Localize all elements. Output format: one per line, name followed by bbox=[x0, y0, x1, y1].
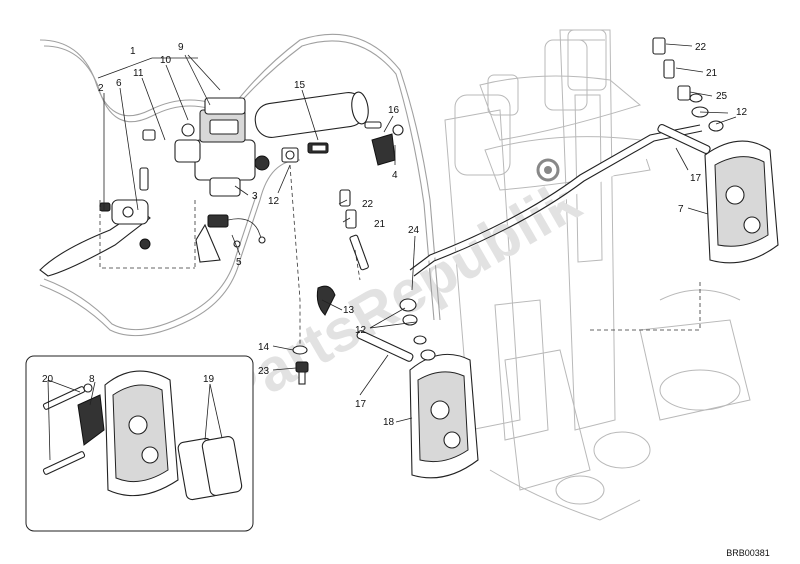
assembly-lines bbox=[99, 164, 701, 345]
callout-13: 13 bbox=[343, 305, 355, 316]
fork-assembly bbox=[444, 29, 751, 521]
screw-23 bbox=[295, 361, 309, 385]
callout-15: 15 bbox=[294, 80, 306, 91]
callout-9: 9 bbox=[178, 42, 184, 53]
callout-3: 3 bbox=[252, 191, 258, 202]
callout-19: 19 bbox=[203, 374, 215, 385]
leader-lines bbox=[47, 43, 737, 461]
callout-12-left: 12 bbox=[268, 196, 280, 207]
callout-24: 24 bbox=[408, 225, 420, 236]
callout-11: 11 bbox=[133, 68, 144, 79]
callout-22-mid: 22 bbox=[362, 199, 374, 210]
callout-4: 4 bbox=[392, 170, 398, 181]
callout-12-mid: 12 bbox=[355, 325, 367, 336]
brake-lever bbox=[39, 129, 156, 277]
callout-21-mid: 21 bbox=[374, 219, 386, 230]
callout-22-right: 22 bbox=[695, 42, 707, 53]
callout-16: 16 bbox=[388, 105, 400, 116]
clamp-4 bbox=[364, 121, 404, 166]
brake-switch bbox=[195, 214, 266, 263]
callout-10: 10 bbox=[160, 55, 172, 66]
diagram-code: BRB00381 bbox=[726, 548, 770, 558]
master-cylinder bbox=[174, 97, 270, 197]
bleed-assembly-right bbox=[652, 37, 724, 132]
callout-6: 6 bbox=[116, 78, 122, 89]
inset-box bbox=[25, 355, 254, 532]
brake-hose bbox=[39, 33, 703, 337]
left-caliper bbox=[356, 298, 479, 479]
callout-12-right: 12 bbox=[736, 107, 748, 118]
bolt-15 bbox=[307, 142, 329, 154]
callout-25: 25 bbox=[716, 91, 728, 102]
right-caliper bbox=[657, 123, 779, 264]
callout-8: 8 bbox=[89, 374, 95, 385]
callout-14: 14 bbox=[258, 342, 270, 353]
washer-14 bbox=[292, 345, 308, 355]
callout-20: 20 bbox=[42, 374, 54, 385]
hose-guide-13 bbox=[316, 285, 336, 316]
callout-7: 7 bbox=[678, 204, 684, 215]
callouts: 1 2 6 11 10 9 3 12 5 15 16 4 22 21 24 13… bbox=[42, 42, 748, 428]
callout-23: 23 bbox=[258, 366, 270, 377]
callout-17-right: 17 bbox=[690, 173, 702, 184]
handlebar-end bbox=[254, 91, 369, 138]
callout-21-right: 21 bbox=[706, 68, 718, 79]
callout-2: 2 bbox=[98, 83, 104, 94]
banjo-bolt-left bbox=[281, 147, 299, 163]
callout-18: 18 bbox=[383, 417, 395, 428]
callout-17-left: 17 bbox=[355, 399, 367, 410]
gear-icon bbox=[536, 158, 560, 182]
callout-5: 5 bbox=[236, 257, 242, 268]
callout-1: 1 bbox=[130, 46, 136, 57]
